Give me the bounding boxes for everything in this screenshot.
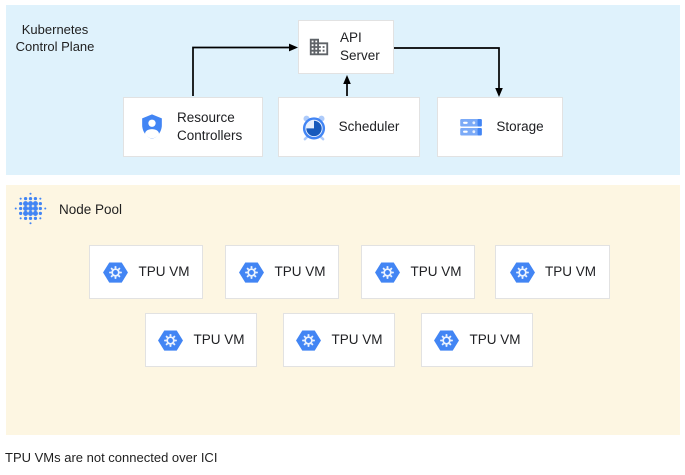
node-label: Storage <box>496 119 544 135</box>
node-api-server: API Server <box>298 20 394 74</box>
shield-person-icon <box>142 114 162 139</box>
tpu-hexagon-icon <box>158 329 184 351</box>
node-pool-dots-icon <box>14 192 47 225</box>
node-tpu-vm: TPU VM <box>361 245 475 299</box>
node-label: TPU VM <box>410 264 462 280</box>
node-tpu-vm: TPU VM <box>283 313 395 367</box>
alarm-clock-icon <box>302 115 325 141</box>
footnote-text: TPU VMs are not connected over ICI <box>5 450 218 465</box>
node-tpu-vm: TPU VM <box>421 313 533 367</box>
tpu-hexagon-icon <box>434 329 460 351</box>
building-icon <box>309 38 329 56</box>
node-label: TPU VM <box>193 332 245 348</box>
node-storage: Storage <box>437 97 563 157</box>
tpu-hexagon-icon <box>239 261 265 283</box>
tpu-hexagon-icon <box>296 329 322 351</box>
node-tpu-vm: TPU VM <box>89 245 203 299</box>
node-label: TPU VM <box>544 264 596 280</box>
node-label: Resource Controllers <box>177 110 243 143</box>
node-label: TPU VM <box>331 332 383 348</box>
node-tpu-vm: TPU VM <box>495 245 610 299</box>
tpu-hexagon-icon <box>510 261 535 283</box>
node-label: TPU VM <box>274 264 326 280</box>
node-scheduler: Scheduler <box>278 97 420 157</box>
node-tpu-vm: TPU VM <box>145 313 257 367</box>
node-label: TPU VM <box>469 332 521 348</box>
tpu-hexagon-icon <box>375 261 401 283</box>
control-plane-title: Kubernetes Control Plane <box>15 22 95 54</box>
node-pool-region <box>6 185 680 435</box>
node-label: API Server <box>340 30 380 63</box>
storage-stack-icon <box>460 119 483 136</box>
tpu-hexagon-icon <box>103 261 129 283</box>
node-label: Scheduler <box>338 119 400 135</box>
node-pool-title: Node Pool <box>59 202 123 217</box>
node-tpu-vm: TPU VM <box>225 245 339 299</box>
node-resource-controllers: Resource Controllers <box>123 97 263 157</box>
node-label: TPU VM <box>138 264 190 280</box>
